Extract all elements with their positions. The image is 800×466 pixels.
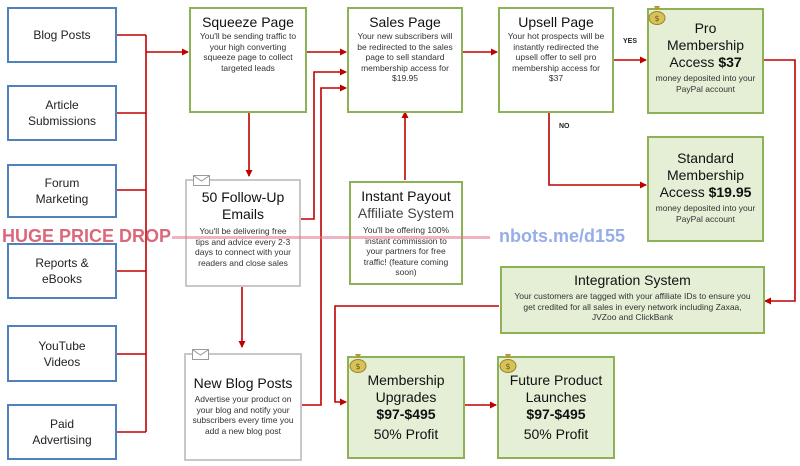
arrow-followup-sales <box>300 68 347 220</box>
followup-title1: 50 Follow-Up <box>201 189 285 205</box>
payout-title1: Instant Payout <box>361 188 451 204</box>
standard-membership-box: Standard Membership Access $19.95 money … <box>647 136 764 242</box>
integration-desc: Your customers are tagged with your affi… <box>514 291 751 322</box>
source-label: Article Submissions <box>27 98 97 128</box>
future-launches-box: Future Product Launches $97-$495 50% Pro… <box>497 356 615 459</box>
pro-note: money deposited into your PayPal account <box>655 73 756 94</box>
source-label: Forum Marketing <box>35 176 89 206</box>
money-bag-icon: $ <box>648 6 666 25</box>
money-bag-icon: $ <box>499 354 517 373</box>
source-label: Reports & eBooks <box>35 256 89 286</box>
arrow-pro-integration <box>764 59 796 305</box>
source-reports-ebooks: Reports & eBooks <box>7 243 117 299</box>
arrow-blog-sales <box>302 84 347 406</box>
envelope-icon <box>193 175 210 186</box>
source-article-submissions: Article Submissions <box>7 85 117 141</box>
watermark-strike <box>172 236 490 239</box>
source-label: Paid Advertising <box>32 417 92 447</box>
blog-title: New Blog Posts <box>193 375 293 391</box>
payout-title2: Affiliate System <box>357 205 455 221</box>
envelope-icon <box>192 349 209 360</box>
standard-price: $19.95 <box>708 184 752 200</box>
launches-line1: Future Product <box>509 372 603 388</box>
payout-desc: You'll be offering 100% instant commissi… <box>362 225 450 277</box>
launches-line2: Launches <box>525 389 587 405</box>
source-youtube-videos: YouTube Videos <box>7 325 117 382</box>
source-label: Blog Posts <box>33 28 91 42</box>
instant-payout-box: Instant Payout Affiliate System You'll b… <box>349 181 463 285</box>
launches-price: $97-$495 <box>526 406 586 422</box>
squeeze-desc: You'll be sending traffic to your high c… <box>199 31 297 73</box>
pro-line1: Pro <box>694 20 717 36</box>
upgrades-profit: 50% Profit <box>373 426 439 442</box>
followup-desc: You'll be delivering free tips and advic… <box>195 226 291 268</box>
blog-desc: Advertise your product on your blog and … <box>192 394 294 436</box>
yes-label: YES <box>623 38 638 45</box>
source-label: YouTube Videos <box>38 338 86 369</box>
svg-text:$: $ <box>355 362 360 371</box>
integration-title: Integration System <box>574 272 691 288</box>
pro-price: $37 <box>718 54 742 70</box>
standard-note: money deposited into your PayPal account <box>655 203 756 224</box>
arrow-upsell-standard <box>548 113 647 189</box>
sales-desc: Your new subscribers will be redirected … <box>357 31 453 83</box>
integration-system-box: Integration System Your customers are ta… <box>500 266 765 334</box>
upsell-page-box: Upsell Page Your hot prospects will be i… <box>498 7 614 113</box>
watermark-right: nbots.me/d155 <box>499 226 626 246</box>
money-bag-icon: $ <box>349 354 367 373</box>
upgrades-price: $97-$495 <box>376 406 436 422</box>
svg-text:$: $ <box>505 362 510 371</box>
pro-access-line: Access $37 <box>649 54 762 71</box>
pro-access: Access <box>669 54 715 70</box>
sales-title: Sales Page <box>369 14 441 30</box>
source-blog-posts: Blog Posts <box>7 7 117 63</box>
standard-access: Access <box>659 184 705 200</box>
pro-line2: Membership <box>666 37 745 53</box>
followup-title2: Emails <box>221 206 264 222</box>
upgrades-line1: Membership <box>367 372 445 388</box>
launches-profit: 50% Profit <box>523 426 589 442</box>
standard-line1: Standard <box>677 150 734 166</box>
arrow-integration-upgrades <box>334 305 499 406</box>
svg-text:$: $ <box>654 14 659 23</box>
no-label: NO <box>559 123 570 130</box>
followup-emails-box: 50 Follow-Up Emails You'll be delivering… <box>185 179 301 287</box>
upsell-desc: Your hot prospects will be instantly red… <box>507 31 605 83</box>
standard-line2: Membership <box>666 167 745 183</box>
membership-upgrades-box: Membership Upgrades $97-$495 50% Profit <box>347 356 465 459</box>
pro-membership-box: Pro Membership Access $37 money deposite… <box>647 8 764 114</box>
squeeze-page-box: Squeeze Page You'll be sending traffic t… <box>189 7 307 113</box>
squeeze-title: Squeeze Page <box>202 14 294 30</box>
sales-page-box: Sales Page Your new subscribers will be … <box>347 7 463 113</box>
new-blog-posts-box: New Blog Posts Advertise your product on… <box>184 353 302 461</box>
source-forum-marketing: Forum Marketing <box>7 164 117 218</box>
source-paid-advertising: Paid Advertising <box>7 404 117 460</box>
upsell-title: Upsell Page <box>518 14 594 30</box>
upgrades-line2: Upgrades <box>375 389 437 405</box>
standard-access-line: Access $19.95 <box>649 184 762 201</box>
watermark-left: HUGE PRICE DROP <box>2 226 172 246</box>
